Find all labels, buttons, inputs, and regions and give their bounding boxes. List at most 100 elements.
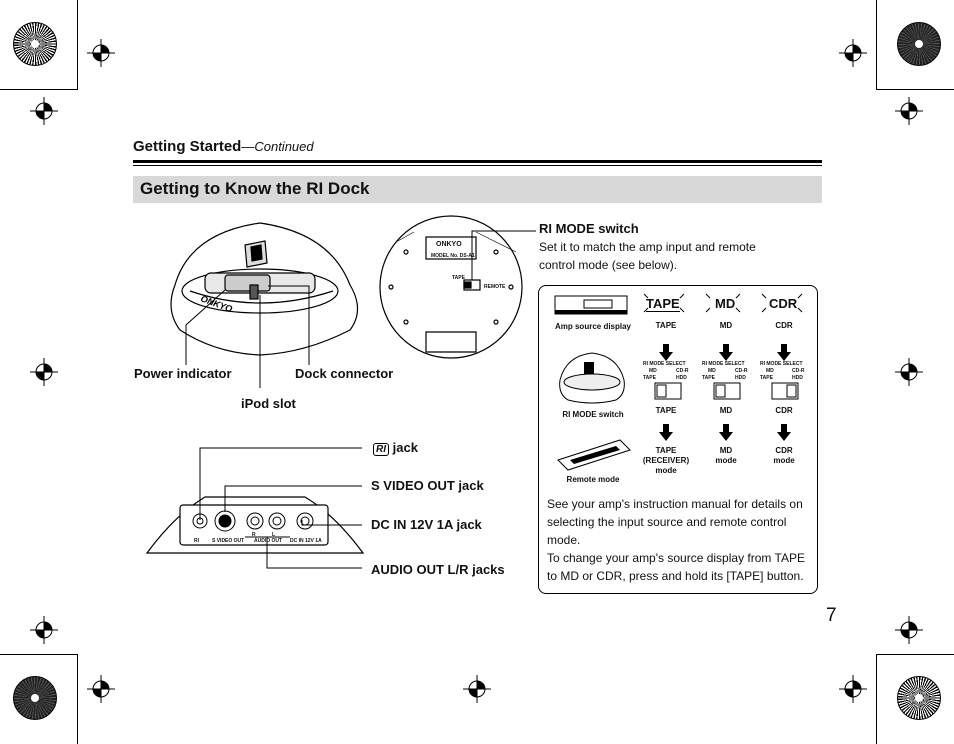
down-arrow-icon bbox=[777, 424, 791, 441]
rear-print-audio: AUDIO OUT bbox=[254, 538, 283, 544]
cdr-remote-caption: CDR mode bbox=[751, 446, 817, 466]
tape-switch-caption: TAPE bbox=[655, 406, 677, 415]
ri-mode-title: RI MODE switch bbox=[539, 221, 639, 236]
dock-callout-lines bbox=[185, 285, 310, 388]
tape-remote-caption: TAPE (RECEIVER) mode bbox=[633, 446, 699, 476]
ri-mode-description: Set it to match the amp input and remote… bbox=[539, 240, 756, 272]
crop-mark bbox=[876, 0, 877, 90]
tape-display-caption: TAPE bbox=[655, 321, 677, 330]
rear-print-dc: DC IN 12V 1A bbox=[290, 538, 322, 544]
md-switch-hdd: HDD bbox=[735, 375, 746, 381]
header-rule bbox=[133, 160, 822, 163]
bottom-model-number: MODEL No. DS-A1 bbox=[431, 253, 475, 259]
tape-display-icon: TAPE bbox=[646, 296, 680, 312]
section-name: Getting Started bbox=[133, 138, 242, 155]
cdr-switch-caption: CDR bbox=[775, 406, 793, 415]
md-display-text: MD bbox=[715, 296, 736, 311]
crop-mark bbox=[77, 654, 78, 744]
amp-source-display-label: Amp source display bbox=[554, 322, 632, 331]
tape-switch-tape: TAPE bbox=[643, 375, 656, 381]
crop-mark bbox=[0, 654, 78, 655]
down-arrow-icon bbox=[719, 424, 733, 441]
cdr-display-icon: CDR bbox=[769, 296, 797, 311]
running-header: Getting Started—Continued bbox=[133, 138, 314, 155]
crop-mark bbox=[876, 89, 954, 90]
rear-print-svideo: S VIDEO OUT bbox=[212, 538, 245, 544]
md-remote-line2: mode bbox=[715, 456, 737, 465]
dock-rear-illustration bbox=[145, 496, 365, 554]
tape-display-text: TAPE bbox=[646, 296, 680, 312]
ri-logo-icon: RI bbox=[373, 443, 389, 456]
crop-mark bbox=[876, 654, 877, 744]
tape-switch-diagram bbox=[654, 382, 682, 400]
color-bar-sunburst-icon bbox=[13, 22, 57, 66]
page-number: 7 bbox=[826, 605, 837, 626]
md-switch-caption: MD bbox=[719, 406, 733, 415]
mode-reference-panel bbox=[538, 285, 818, 594]
ipod-slot-label: iPod slot bbox=[241, 396, 296, 411]
cdr-switch-tape: TAPE bbox=[760, 375, 773, 381]
color-bar-sunburst-icon bbox=[897, 22, 941, 66]
bottom-brand: ONKYO bbox=[436, 241, 462, 248]
tape-switch-cdr: CD-R bbox=[676, 368, 689, 374]
crop-mark bbox=[0, 89, 78, 90]
dcin-jack-label: DC IN 12V 1A jack bbox=[371, 517, 482, 532]
md-switch-md: MD bbox=[708, 368, 716, 374]
down-arrow-icon bbox=[777, 344, 791, 361]
remote-mode-row-label: Remote mode bbox=[566, 475, 620, 484]
cdr-display-caption: CDR bbox=[775, 321, 793, 330]
page-title: Getting to Know the RI Dock bbox=[140, 179, 370, 198]
panel-note-2: To change your amp's source display from… bbox=[547, 551, 805, 583]
cdr-display-text: CDR bbox=[769, 296, 798, 311]
rear-print-r: R bbox=[252, 532, 256, 538]
rear-callout-lines bbox=[199, 447, 362, 569]
md-switch-title: RI MODE SELECT bbox=[702, 361, 745, 367]
md-switch-diagram bbox=[713, 382, 741, 400]
rear-print-ri: RI bbox=[194, 538, 199, 544]
down-arrow-icon bbox=[659, 344, 673, 361]
cdr-switch-diagram bbox=[771, 382, 799, 400]
md-display-caption: MD bbox=[719, 321, 733, 330]
amp-display-icon bbox=[554, 295, 628, 315]
md-display-icon: MD bbox=[715, 296, 735, 311]
color-bar-sunburst-icon bbox=[13, 676, 57, 720]
cdr-switch-hdd: HDD bbox=[792, 375, 803, 381]
ri-jack-text: jack bbox=[392, 440, 418, 455]
dock-bottom-illustration bbox=[379, 215, 523, 359]
tape-remote-line1: TAPE bbox=[655, 446, 677, 455]
ri-mode-dock-icon bbox=[559, 352, 625, 404]
dock-connector-label: Dock connector bbox=[295, 366, 394, 381]
display-flash-marks bbox=[643, 293, 803, 313]
bottom-switch-right: REMOTE bbox=[484, 284, 506, 290]
svideo-jack-label: S VIDEO OUT jack bbox=[371, 478, 484, 493]
audio-out-jacks-label: AUDIO OUT L/R jacks bbox=[371, 562, 505, 577]
md-remote-line1: MD bbox=[719, 446, 733, 455]
header-rule-thin bbox=[133, 165, 822, 166]
tape-switch-hdd: HDD bbox=[676, 375, 687, 381]
cdr-switch-title: RI MODE SELECT bbox=[760, 361, 803, 367]
section-heading-bar bbox=[133, 176, 822, 203]
md-switch-tape: TAPE bbox=[702, 375, 715, 381]
tape-switch-md: MD bbox=[649, 368, 657, 374]
down-arrow-icon bbox=[659, 424, 673, 441]
tape-switch-title: RI MODE SELECT bbox=[643, 361, 686, 367]
cdr-switch-md: MD bbox=[766, 368, 774, 374]
down-arrow-icon bbox=[719, 344, 733, 361]
bottom-switch-left: TAPE bbox=[452, 275, 465, 281]
rear-print-l: L bbox=[272, 532, 276, 538]
dock-illustration: ONKYO bbox=[170, 222, 359, 356]
cdr-remote-line1: CDR bbox=[775, 446, 793, 455]
ri-jack-label: RI jack bbox=[373, 440, 418, 456]
ri-mode-switch-row-label: RI MODE switch bbox=[562, 410, 624, 419]
cdr-remote-line2: mode bbox=[773, 456, 795, 465]
md-remote-caption: MD mode bbox=[693, 446, 759, 466]
cdr-switch-cdr: CD-R bbox=[792, 368, 805, 374]
tape-remote-line2: (RECEIVER) bbox=[642, 456, 690, 465]
continued-text: —Continued bbox=[241, 139, 314, 154]
panel-note-1: See your amp's instruction manual for de… bbox=[547, 497, 803, 547]
crop-mark bbox=[77, 0, 78, 90]
md-switch-cdr: CD-R bbox=[735, 368, 748, 374]
color-bar-sunburst-icon bbox=[897, 676, 941, 720]
power-indicator-label: Power indicator bbox=[134, 366, 232, 381]
